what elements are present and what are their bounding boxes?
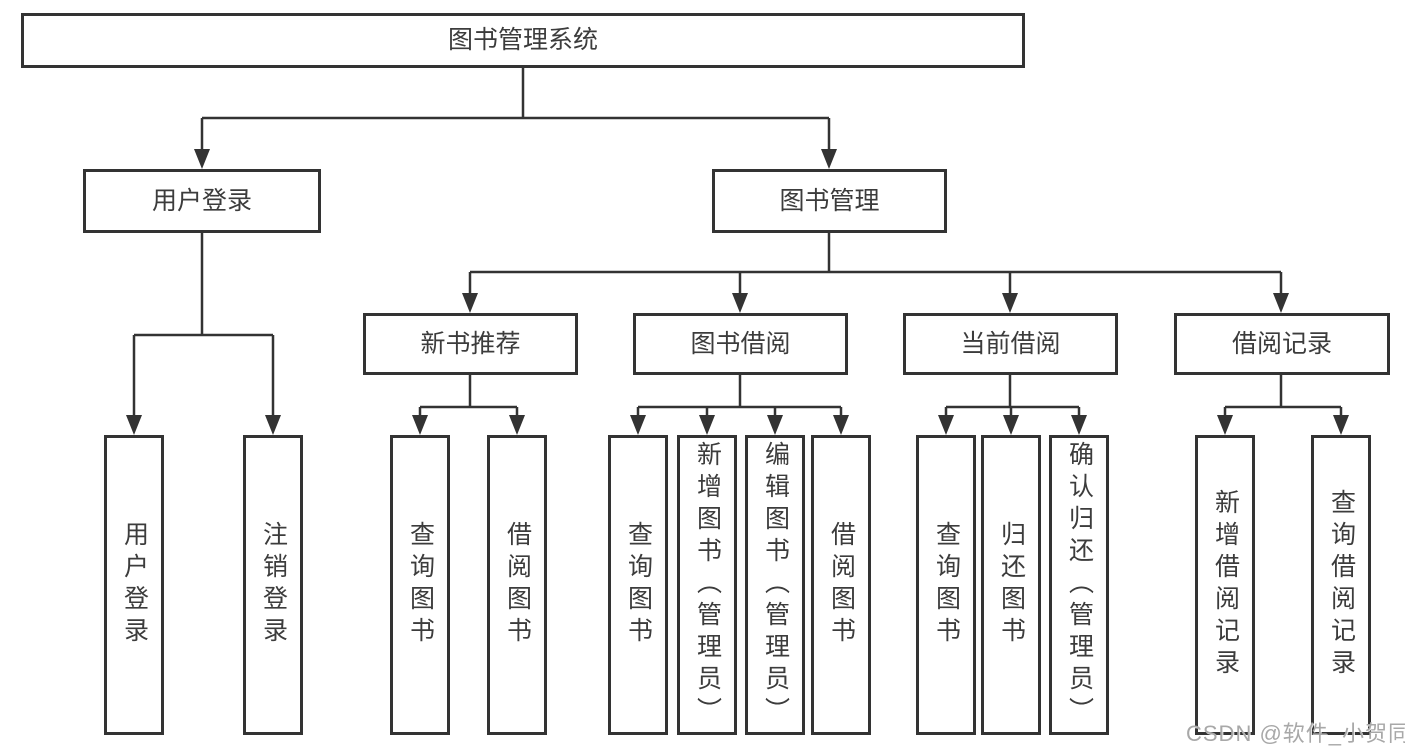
leaf-confirm-return-admin: 确认归还（管理员）	[1049, 435, 1109, 735]
node-borrow-records: 借阅记录	[1174, 313, 1390, 375]
watermark: CSDN @软件_小贺同学	[1186, 721, 1405, 746]
leaf-label: 借阅图书	[827, 521, 856, 649]
node-new-book-recommend: 新书推荐	[363, 313, 578, 375]
node-label: 图书借阅	[690, 329, 791, 358]
leaf-return-book: 归还图书	[981, 435, 1041, 735]
node-label: 借阅记录	[1231, 329, 1332, 358]
leaf-query-books-recommend: 查询图书	[390, 435, 450, 735]
leaf-borrow-books-recommend: 借阅图书	[487, 435, 547, 735]
leaf-label: 编辑图书（管理员）	[761, 441, 790, 729]
leaf-label: 确认归还（管理员）	[1065, 441, 1094, 729]
leaf-label: 查询借阅记录	[1327, 489, 1356, 681]
node-label: 图书管理系统	[447, 26, 598, 54]
leaf-edit-book-admin: 编辑图书（管理员）	[745, 435, 805, 735]
leaf-query-books-current: 查询图书	[916, 435, 976, 735]
leaf-label: 查询图书	[932, 521, 961, 649]
node-book-borrow: 图书借阅	[633, 313, 848, 375]
leaf-label: 查询图书	[624, 521, 653, 649]
leaf-label: 用户登录	[120, 521, 149, 649]
leaf-label: 借阅图书	[503, 521, 532, 649]
node-label: 新书推荐	[420, 329, 521, 358]
node-label: 图书管理	[779, 186, 880, 215]
node-current-borrow: 当前借阅	[903, 313, 1118, 375]
node-user-login: 用户登录	[83, 169, 321, 233]
node-label: 当前借阅	[960, 329, 1061, 358]
leaf-query-books-borrow: 查询图书	[608, 435, 668, 735]
leaf-label: 注销登录	[259, 521, 288, 649]
leaf-add-book-admin: 新增图书（管理员）	[677, 435, 737, 735]
leaf-logout: 注销登录	[243, 435, 303, 735]
node-book-management: 图书管理	[712, 169, 947, 233]
leaf-label: 归还图书	[997, 521, 1026, 649]
leaf-query-borrow-record: 查询借阅记录	[1311, 435, 1371, 735]
leaf-label: 新增借阅记录	[1211, 489, 1240, 681]
leaf-label: 新增图书（管理员）	[693, 441, 722, 729]
leaf-borrow-books: 借阅图书	[811, 435, 871, 735]
leaf-user-login: 用户登录	[104, 435, 164, 735]
leaf-add-borrow-record: 新增借阅记录	[1195, 435, 1255, 735]
node-library-system: 图书管理系统	[21, 13, 1025, 68]
leaf-label: 查询图书	[406, 521, 435, 649]
node-label: 用户登录	[151, 186, 252, 215]
